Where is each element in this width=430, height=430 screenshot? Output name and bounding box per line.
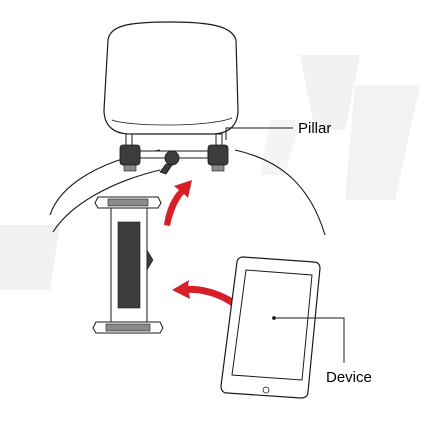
pillar-leader — [225, 127, 293, 140]
watermark-logo — [0, 55, 420, 290]
insert-arrow — [172, 280, 238, 308]
device-leader — [272, 316, 345, 363]
attach-arrow — [164, 180, 192, 226]
pillar-mount — [119, 144, 229, 175]
tablet-holder — [92, 196, 164, 334]
pillar-label: Pillar — [298, 120, 331, 137]
tablet-device — [220, 256, 321, 399]
headrest — [103, 21, 239, 149]
device-label: Device — [326, 369, 372, 386]
